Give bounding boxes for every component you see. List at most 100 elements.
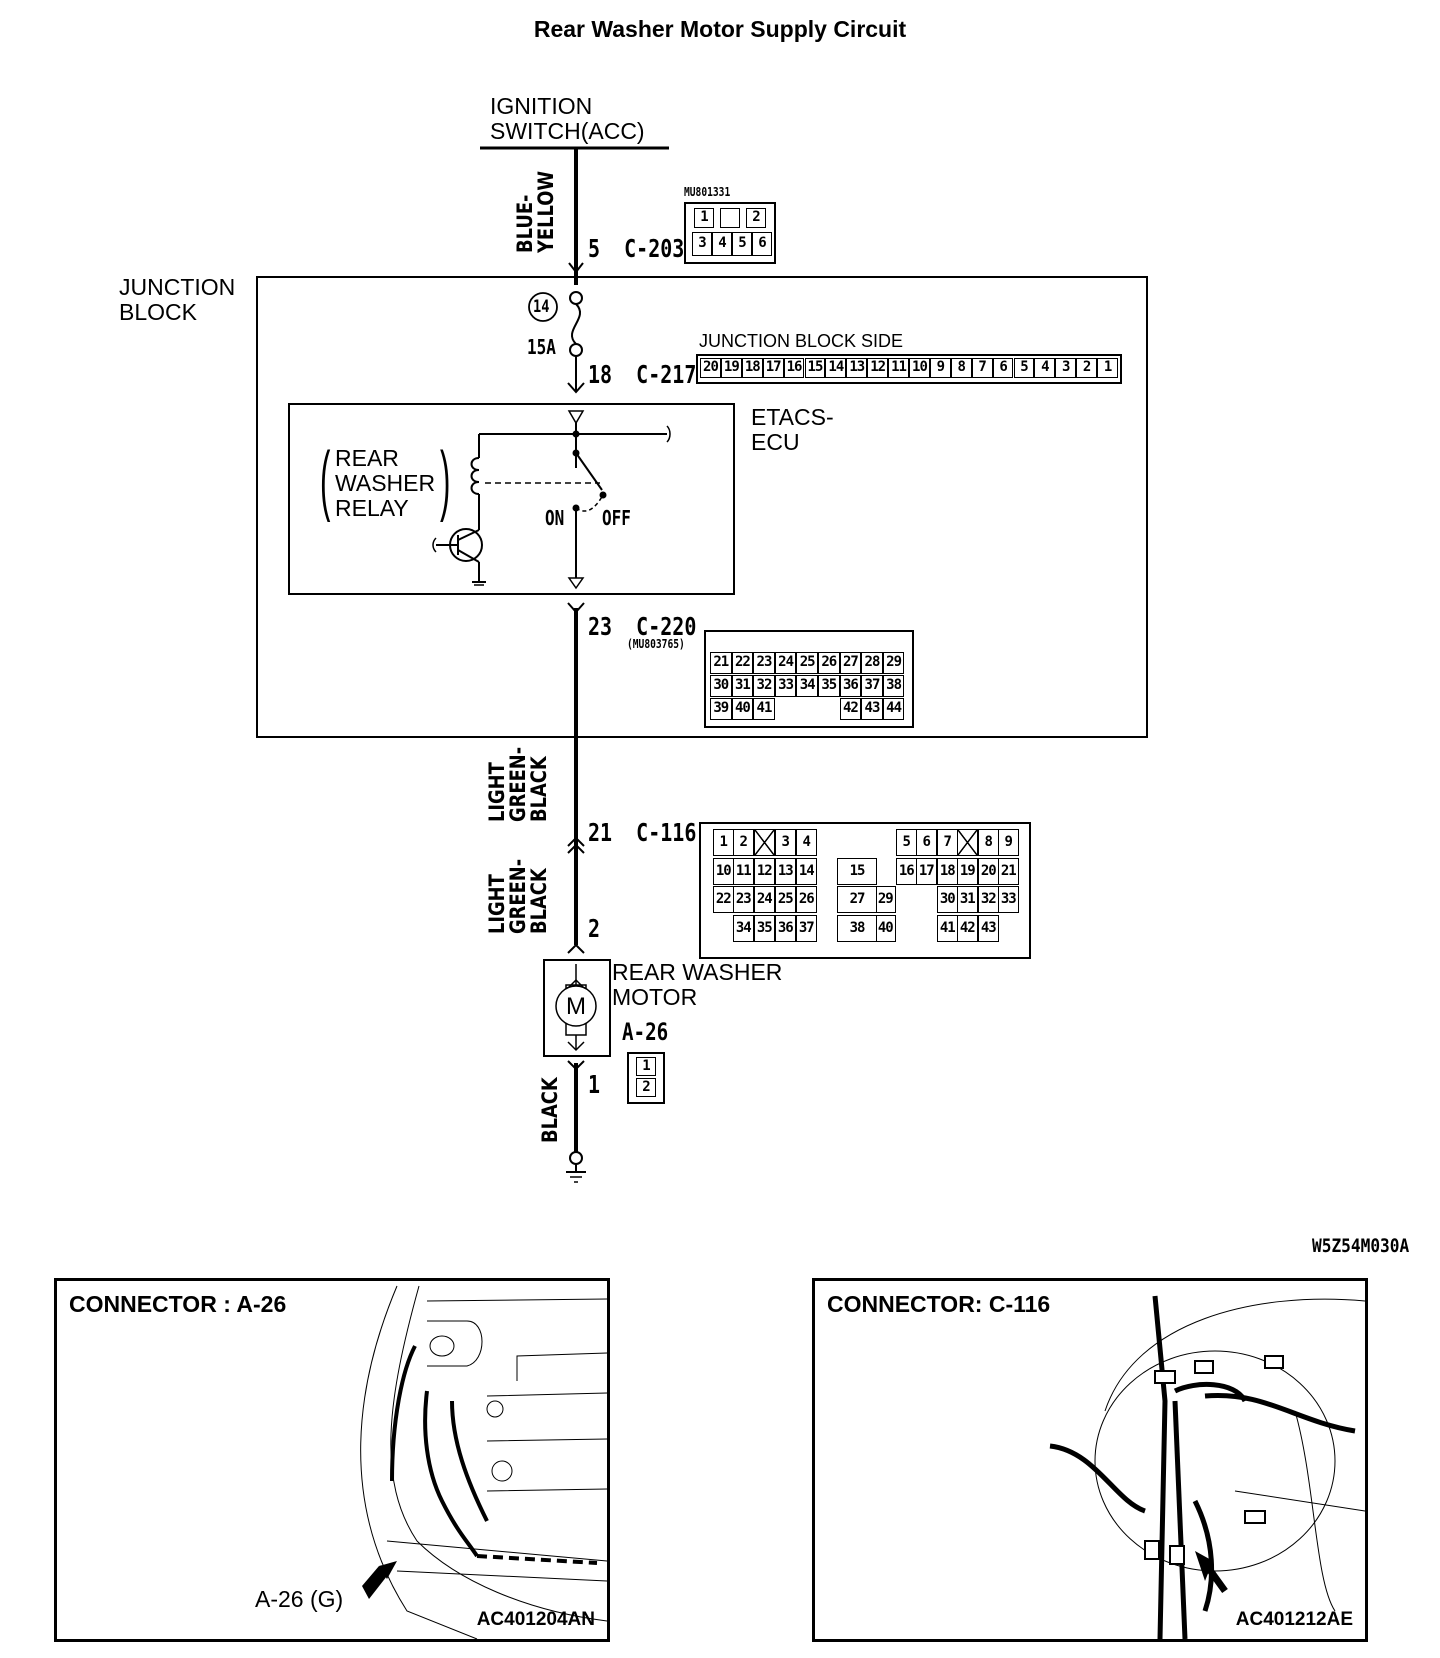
empty-cavity — [957, 829, 978, 856]
connector-pin: 5 — [1013, 358, 1035, 378]
connector-pin: 13 — [775, 858, 796, 885]
connector-pin: 25 — [775, 886, 796, 913]
connector-pin: 37 — [861, 675, 883, 697]
connector-pin: 35 — [818, 675, 840, 697]
c203-terminal-mark — [568, 262, 584, 274]
connector-pin: 8 — [978, 829, 999, 856]
connector-pin: 38 — [837, 915, 877, 942]
fuse-number: 14 — [533, 297, 550, 317]
connector-pin: 15 — [837, 858, 877, 885]
diagram-title: Rear Washer Motor Supply Circuit — [533, 16, 907, 42]
connector-pin: 16 — [896, 858, 917, 885]
etacs-ecu-label: ETACS- ECU — [751, 404, 834, 455]
motor-terminal-top — [567, 943, 585, 954]
ignition-switch-label: IGNITION SWITCH(ACC) — [490, 93, 645, 144]
connector-pin: 10 — [713, 858, 734, 885]
connector-pin: 14 — [825, 358, 847, 378]
c116-terminal-mark — [567, 836, 585, 847]
wire-label-blue-yellow: BLUE- YELLOW — [513, 170, 558, 253]
relay-off-label: OFF — [602, 506, 631, 530]
connector-pin: 28 — [861, 652, 883, 674]
c203-label: 5 C-203 — [588, 234, 685, 263]
relay-label-paren-left: ( — [320, 435, 331, 523]
panel-connector-a26: CONNECTOR : A-26 A-26 (G) AC401204AN — [54, 1278, 610, 1642]
connector-pin: 6 — [992, 358, 1014, 378]
connector-pin: 36 — [775, 915, 796, 942]
connector-pin: 6 — [916, 829, 937, 856]
connector-pin: 20 — [978, 858, 999, 885]
rear-washer-relay-label: REAR WASHER RELAY — [335, 445, 436, 521]
fuse-terminal-top — [569, 291, 583, 305]
connector-pin: 18 — [741, 358, 763, 378]
dashboard-illustration — [1049, 1295, 1365, 1639]
junction-block-label: JUNCTION BLOCK — [119, 274, 236, 325]
connector-pin: 26 — [796, 886, 817, 913]
connector-pin: 34 — [733, 915, 754, 942]
connector-pin: 29 — [875, 886, 896, 913]
connector-pin: 10 — [909, 358, 930, 378]
connector-pin: 1 — [713, 829, 734, 856]
fuse-number-circle — [528, 292, 558, 322]
connector-pin: 23 — [753, 652, 775, 674]
etacs-ecu-outline — [288, 403, 735, 595]
connector-pin: 30 — [710, 675, 732, 697]
panel-a26-title: CONNECTOR : A-26 — [69, 1291, 287, 1317]
motor-outline — [543, 959, 611, 1057]
connector-pin: 43 — [978, 915, 999, 942]
connector-pin: 41 — [753, 698, 775, 720]
ecu-input-terminal — [567, 410, 585, 425]
connector-pin: 5 — [732, 232, 752, 256]
connector-pin: 32 — [753, 675, 775, 697]
fuse-terminal-bottom — [569, 343, 583, 357]
connector-pin: 1 — [636, 1057, 656, 1076]
ground-terminal — [569, 1151, 583, 1165]
connector-pin: 16 — [783, 358, 805, 378]
connector-pin: 15 — [804, 358, 826, 378]
panel-c116-title: CONNECTOR: C-116 — [827, 1291, 1051, 1317]
connector-pin: 35 — [754, 915, 775, 942]
c203-part-number: MU801331 — [684, 185, 731, 199]
connector-pin: 26 — [818, 652, 840, 674]
connector-pin: 31 — [731, 675, 754, 697]
connector-pin: 3 — [692, 232, 712, 256]
connector-pin: 2 — [746, 208, 766, 228]
wire-label-light-green-black-upper: LIGHT GREEN- BLACK — [485, 746, 551, 822]
connector-pin: 23 — [733, 886, 754, 913]
c220-part-number: (MU803765) — [627, 637, 685, 651]
connector-pin: 19 — [957, 858, 978, 885]
relay-label-paren-right: ) — [440, 435, 451, 523]
connector-pin: 8 — [950, 358, 972, 378]
connector-pin: 42 — [957, 915, 978, 942]
connector-pin: 33 — [998, 886, 1019, 913]
connector-pin: 41 — [937, 915, 958, 942]
connector-pin: 37 — [796, 915, 817, 942]
c217-label: 18 C-217 — [588, 360, 697, 389]
connector-pin: 7 — [937, 829, 958, 856]
connector-pin: 11 — [888, 358, 909, 378]
motor-symbol: M — [566, 993, 586, 1020]
motor-pin-2-label: 2 — [588, 914, 601, 943]
connector-pin: 3 — [775, 829, 796, 856]
connector-pin: 13 — [846, 358, 868, 378]
connector-pin: 12 — [867, 358, 889, 378]
connector-pin: 27 — [837, 886, 877, 913]
connector-pin: 1 — [694, 208, 714, 228]
relay-on-label: ON — [545, 506, 565, 530]
connector-pin: 4 — [796, 829, 817, 856]
connector-pin: 4 — [712, 232, 732, 256]
fuse-icon — [570, 303, 582, 345]
connector-pin: 6 — [752, 232, 772, 256]
connector-pin: 32 — [978, 886, 999, 913]
panel-connector-c116: CONNECTOR: C-116 AC401212AE — [812, 1278, 1368, 1642]
c217-arrow — [567, 382, 585, 394]
connector-pin: 30 — [937, 886, 958, 913]
connector-pin: 40 — [731, 698, 754, 720]
c220-label: 23 C-220 — [588, 612, 697, 641]
connector-pin: 17 — [762, 358, 784, 378]
